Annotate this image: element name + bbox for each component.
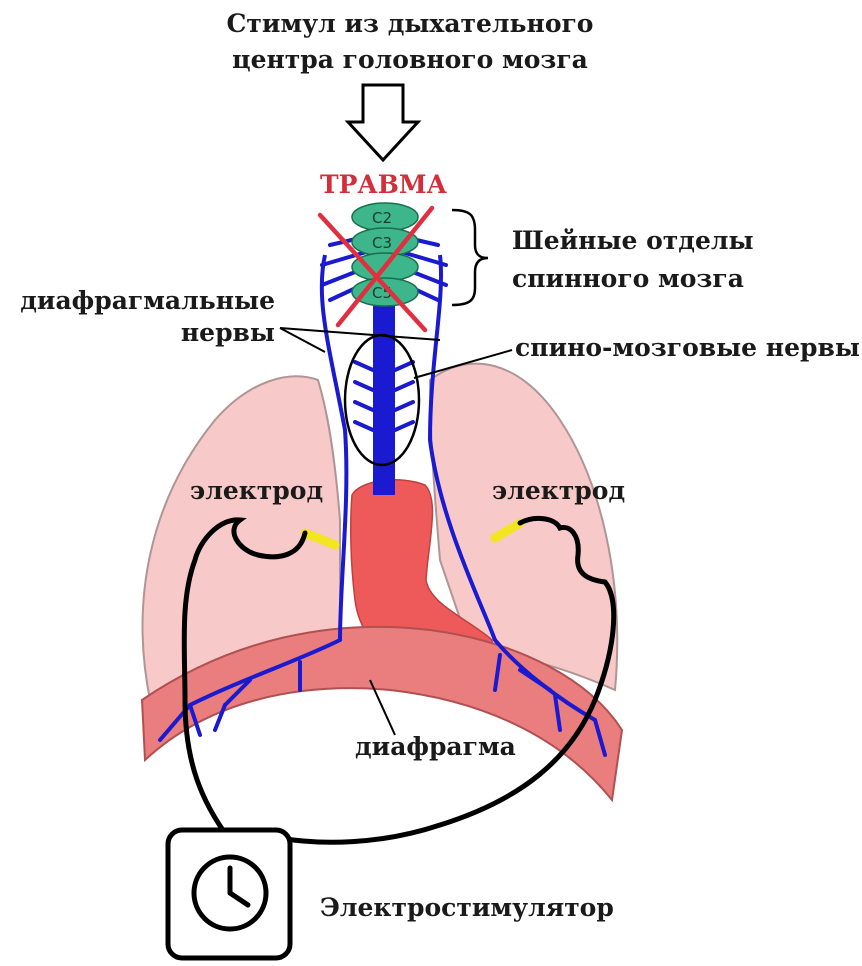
cervical-label: Шейные отделы спинного мозга [512,222,754,298]
stimulus-label: Стимул из дыхательного центра головного … [150,6,670,78]
phrenic-label-line2: нервы [10,317,275,349]
diaphragm-label: диафрагма [355,732,516,761]
vertebra-c2: C2 [372,209,392,227]
stimulus-label-line2: центра головного мозга [150,42,670,78]
cervical-brace [452,210,488,305]
trauma-label: ТРАВМА [320,170,447,199]
stimulus-arrow-icon [348,85,418,160]
stimulator-label: Электростимулятор [320,893,614,922]
electrode-left-label: электрод [190,476,323,505]
cervical-label-line1: Шейные отделы [512,222,754,260]
electrode-right-label: электрод [492,476,625,505]
stimulus-label-line1: Стимул из дыхательного [150,6,670,42]
phrenic-label-line1: диафрагмальные [10,285,275,317]
stimulator-device [168,830,290,958]
cervical-label-line2: спинного мозга [512,260,754,298]
spinal-nerves-label: спино-мозговые нервы [515,333,860,362]
phrenic-nerves-label: диафрагмальные нервы [10,285,275,349]
vertebra-c3: C3 [372,234,392,252]
